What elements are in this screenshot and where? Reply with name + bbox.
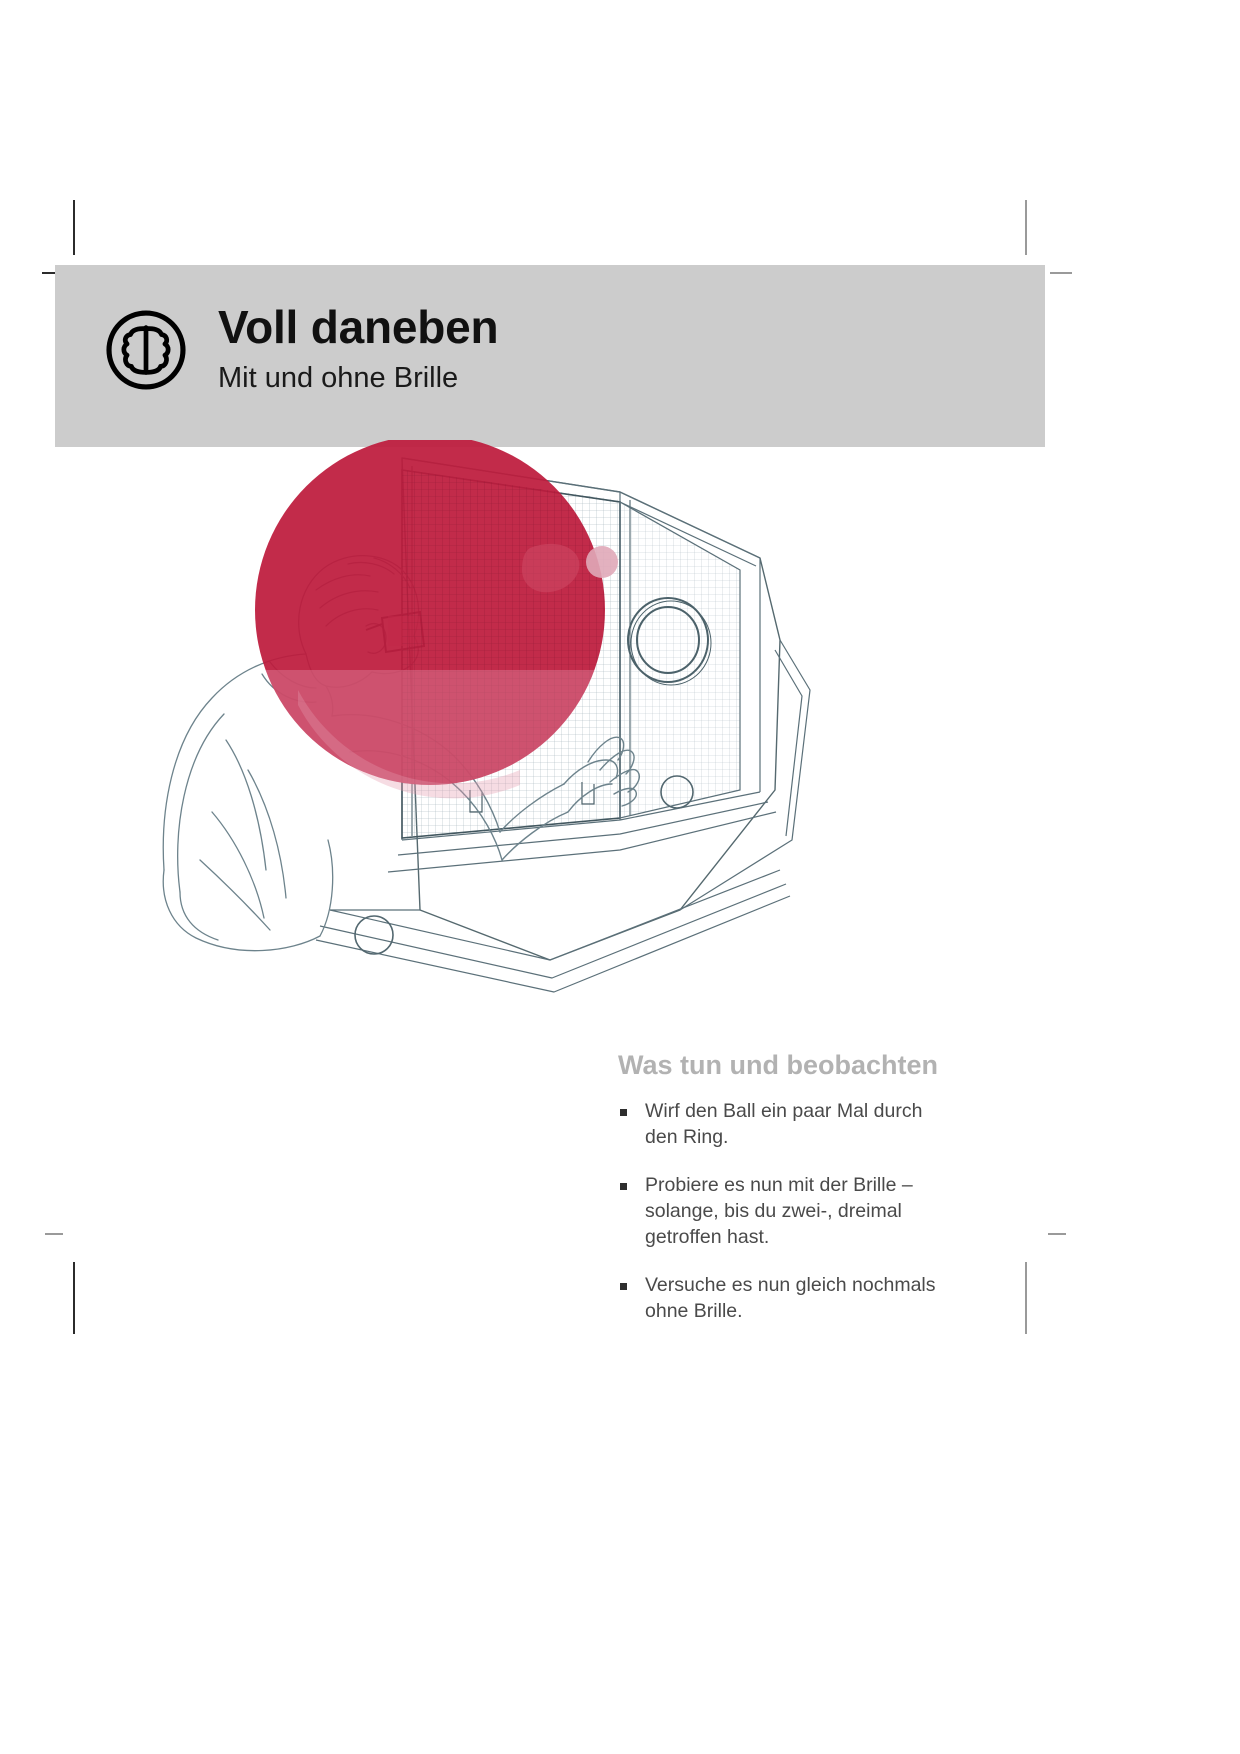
instructions-heading: Was tun und beobachten [618,1050,938,1080]
crop-mark-bottom-left-horizontal [45,1233,63,1235]
list-item: Versuche es nun gleich nochmals ohne Bri… [618,1273,958,1325]
header-band: Voll daneben Mit und ohne Brille [55,265,1045,447]
crop-mark-bottom-right-horizontal [1048,1233,1066,1235]
crop-mark-top-right-horizontal [1050,272,1072,274]
list-item-text: Wirf den Ball ein paar Mal durch den Rin… [645,1100,923,1148]
crop-mark-top-right-vertical [1025,200,1027,255]
page-title: Voll daneben [218,301,499,353]
page-subtitle: Mit und ohne Brille [218,362,459,395]
bullet-square-icon [620,1182,627,1190]
header-text-block: Voll daneben Mit und ohne Brille [218,301,499,395]
crop-mark-top-left-horizontal [42,272,64,274]
instructions-block: Was tun und beobachten Wirf den Ball ein… [618,1050,958,1325]
crop-mark-bottom-right-vertical [1025,1262,1027,1334]
list-item: Probiere es nun mit der Brille – solange… [618,1173,958,1251]
brain-in-circle-logo [103,307,189,393]
list-item-text: Probiere es nun mit der Brille – solange… [645,1173,913,1248]
crop-mark-bottom-left-vertical [73,1262,75,1334]
exhibit-illustration [120,440,940,1060]
list-item: Wirf den Ball ein paar Mal durch den Rin… [618,1099,958,1151]
crop-mark-top-left-vertical [73,200,75,255]
instructions-list: Wirf den Ball ein paar Mal durch den Rin… [618,1099,958,1324]
list-item-text: Versuche es nun gleich nochmals ohne Bri… [645,1273,936,1322]
bullet-square-icon [620,1109,627,1117]
bullet-square-icon [620,1282,627,1290]
